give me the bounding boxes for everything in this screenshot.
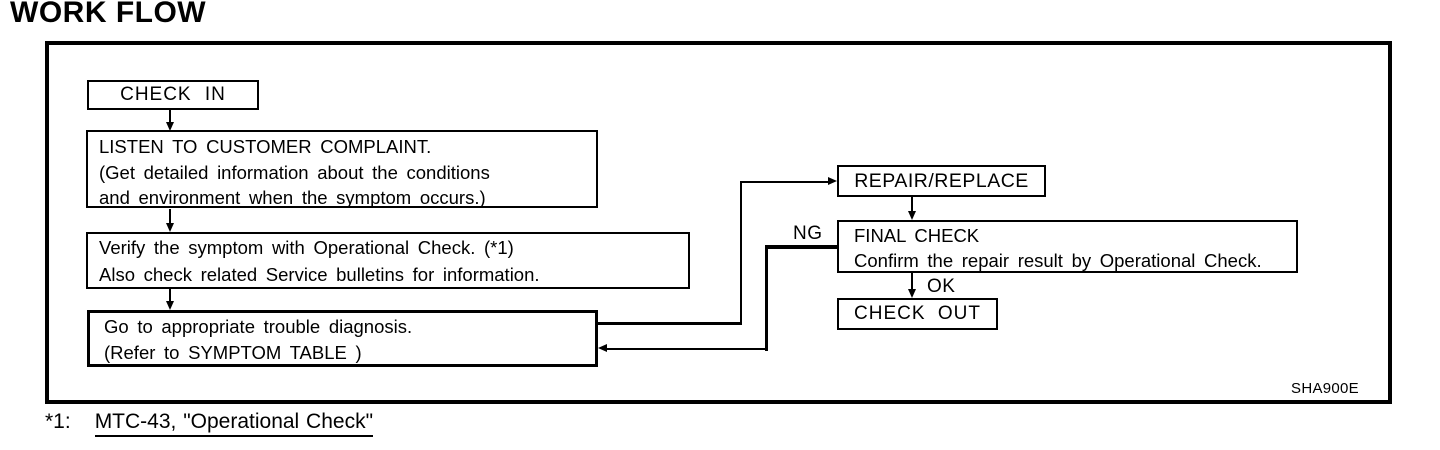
connector-segment: [607, 348, 767, 350]
node-check-out-label: CHECK OUT: [854, 303, 981, 324]
edge-label-ng: NG: [793, 223, 823, 244]
arrow-line: [169, 289, 171, 302]
node-final-check-line2: Confirm the repair result by Operational…: [854, 249, 1262, 271]
connector-segment: [742, 181, 829, 183]
arrow-head-down-icon: [166, 301, 174, 310]
connector-segment: [598, 322, 742, 325]
arrow-head-down-icon: [908, 289, 916, 298]
node-verify-line1: Verify the symptom with Operational Chec…: [99, 237, 514, 258]
node-goto-line1: Go to appropriate trouble diagnosis.: [104, 316, 413, 337]
edge-label-ok: OK: [927, 276, 956, 297]
footnote-marker: *1:: [45, 410, 71, 433]
connector-segment: [765, 245, 768, 351]
node-goto-line2: (Refer to SYMPTOM TABLE ): [104, 342, 362, 363]
arrow-head-right-icon: [828, 177, 837, 185]
arrow-line: [911, 273, 913, 290]
node-verify-line2: Also check related Service bulletins for…: [99, 263, 540, 285]
arrow-line: [911, 197, 913, 212]
node-verify-symptom: Verify the symptom with Operational Chec…: [86, 232, 690, 289]
connector-segment: [740, 181, 742, 325]
node-final-check-line1: FINAL CHECK: [854, 225, 980, 246]
node-check-in-label: CHECK IN: [120, 84, 226, 105]
page-title: WORK FLOW: [10, 0, 207, 29]
node-goto-trouble-diagnosis: Go to appropriate trouble diagnosis. (Re…: [87, 310, 598, 367]
node-listen-line3: and environment when the symptom occurs.…: [99, 187, 486, 209]
node-listen-to-customer-complaint: LISTEN TO CUSTOMER COMPLAINT. (Get detai…: [86, 130, 598, 208]
footnote-link[interactable]: MTC-43, "Operational Check": [94, 410, 374, 437]
arrow-head-down-icon: [908, 211, 916, 220]
footnote: *1: MTC-43, "Operational Check": [45, 410, 374, 437]
arrow-line: [169, 209, 171, 224]
node-repair-replace: REPAIR/REPLACE: [837, 165, 1046, 197]
node-repair-label: REPAIR/REPLACE: [854, 170, 1029, 192]
node-listen-line1: LISTEN TO CUSTOMER COMPLAINT.: [99, 136, 432, 157]
arrow-head-left-icon: [598, 344, 607, 352]
arrow-head-down-icon: [166, 122, 174, 131]
node-listen-line2: (Get detailed information about the cond…: [99, 161, 490, 183]
arrow-head-down-icon: [166, 223, 174, 232]
arrow-line: [169, 110, 171, 123]
figure-code: SHA900E: [1291, 380, 1359, 397]
node-final-check: FINAL CHECK Confirm the repair result by…: [837, 220, 1298, 273]
node-check-in: CHECK IN: [87, 80, 259, 110]
node-check-out: CHECK OUT: [837, 298, 998, 330]
connector-segment: [767, 245, 837, 249]
